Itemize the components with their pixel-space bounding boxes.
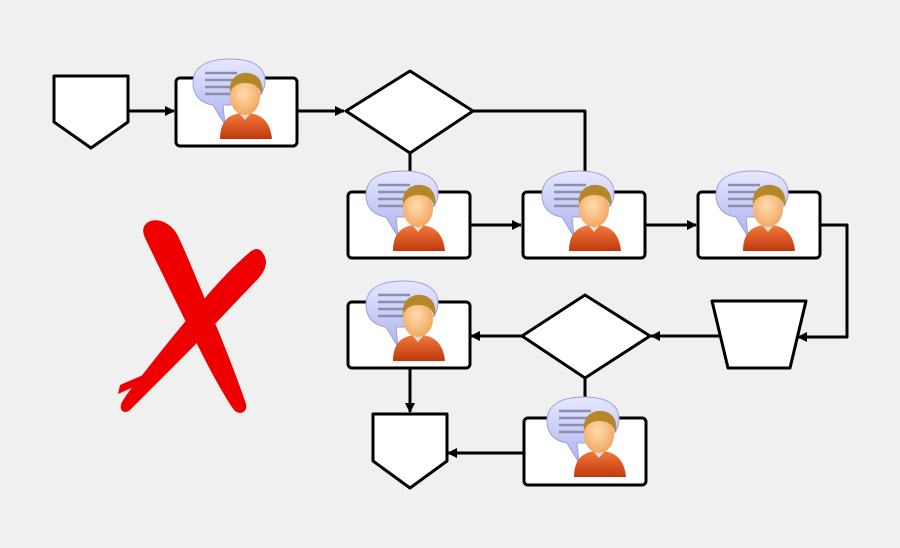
gateway-diamond xyxy=(520,293,652,380)
connector-arrow xyxy=(797,223,849,342)
gateway-diamond xyxy=(344,69,475,155)
merge-trapezoid xyxy=(710,299,808,370)
start-connector xyxy=(52,74,130,150)
connector-line xyxy=(473,109,587,192)
end-connector xyxy=(371,412,449,490)
red-x-mark xyxy=(118,220,266,413)
